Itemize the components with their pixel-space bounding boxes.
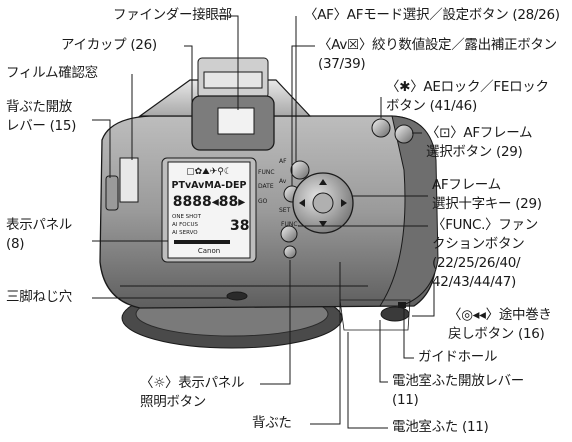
lcd-ai-focus: AI FOCUS xyxy=(172,222,198,228)
label-film-window: フィルム確認窓 xyxy=(6,65,98,81)
label-display-panel: 表示パネル (8) xyxy=(6,217,72,252)
label-eyecup: アイカップ (26) xyxy=(61,37,157,53)
rewind-button[interactable] xyxy=(380,306,410,322)
label-af-frame-button: 〈⊡〉AFフレーム 選択ボタン (29) xyxy=(426,125,533,160)
btn-label-set: SET xyxy=(279,207,291,214)
lcd-modes: PTvAvMA-DEP xyxy=(172,180,247,191)
eyepiece-window xyxy=(217,107,255,135)
label-battery-lever: 電池室ふた開放レバー (11) xyxy=(392,373,524,408)
ae-lock-button[interactable] xyxy=(371,118,391,138)
label-af-mode: 〈AF〉AFモード選択／設定ボタン (28/26) xyxy=(304,7,560,23)
back-latch xyxy=(105,175,119,211)
btn-label-func: FUNC. xyxy=(281,221,300,228)
tripod-socket xyxy=(226,291,248,301)
leader-lines xyxy=(92,15,435,429)
label-cross-key: AFフレーム 選択十字キー (29) xyxy=(432,177,542,212)
btn-label-av: Av xyxy=(279,178,287,185)
label-av-button: 〈Av☒〉絞り数値設定／露出補正ボタン (37/39) xyxy=(318,37,557,72)
lcd-date: DATE xyxy=(258,183,274,190)
label-ae-lock: 〈✱〉AEロック／FEロック ボタン (41/46) xyxy=(386,79,549,114)
lcd-icons: ▢✿⛰✈⚲☾ xyxy=(186,167,232,177)
lcd-digits: 8888◂88▸ xyxy=(173,194,246,210)
lcd-ai-servo: AI SERVO xyxy=(172,230,198,236)
label-back-cover: 背ぶた xyxy=(252,415,292,431)
label-illum-button: 〈☼〉表示パネル 照明ボタン xyxy=(140,375,245,410)
label-finder-mount: ファインダー接眼部 xyxy=(113,7,232,23)
label-battery-cover: 電池室ふた (11) xyxy=(392,419,489,435)
af-mode-button[interactable] xyxy=(290,160,310,180)
lcd-small-digits: 38 xyxy=(230,218,249,234)
lcd-go: GO xyxy=(258,198,268,205)
lcd-one-shot: ONE SHOT xyxy=(172,214,202,220)
battery-cover-edge xyxy=(339,299,411,331)
lcd-brand: Canon xyxy=(198,247,220,255)
func-button[interactable] xyxy=(280,225,298,243)
grip xyxy=(379,115,439,307)
illum-button[interactable] xyxy=(283,245,297,259)
label-rewind-button: 〈◎◂◂〉途中巻き 戻しボタン (16) xyxy=(448,307,552,342)
label-back-latch: 背ぶた開放 レバー (15) xyxy=(6,99,77,134)
guide-hole xyxy=(398,302,406,308)
btn-label-af: AF xyxy=(279,158,287,165)
label-func-button: 〈FUNC.〉ファン クションボタン (22/25/26/40/ 42/43/4… xyxy=(432,217,538,290)
lcd-func: FUNC xyxy=(258,169,275,176)
label-tripod: 三脚ねじ穴 xyxy=(6,289,72,305)
film-window xyxy=(119,157,139,203)
lcd-scale xyxy=(174,240,230,244)
af-frame-button[interactable] xyxy=(394,124,414,144)
label-guide-hole: ガイドホール xyxy=(418,349,498,365)
